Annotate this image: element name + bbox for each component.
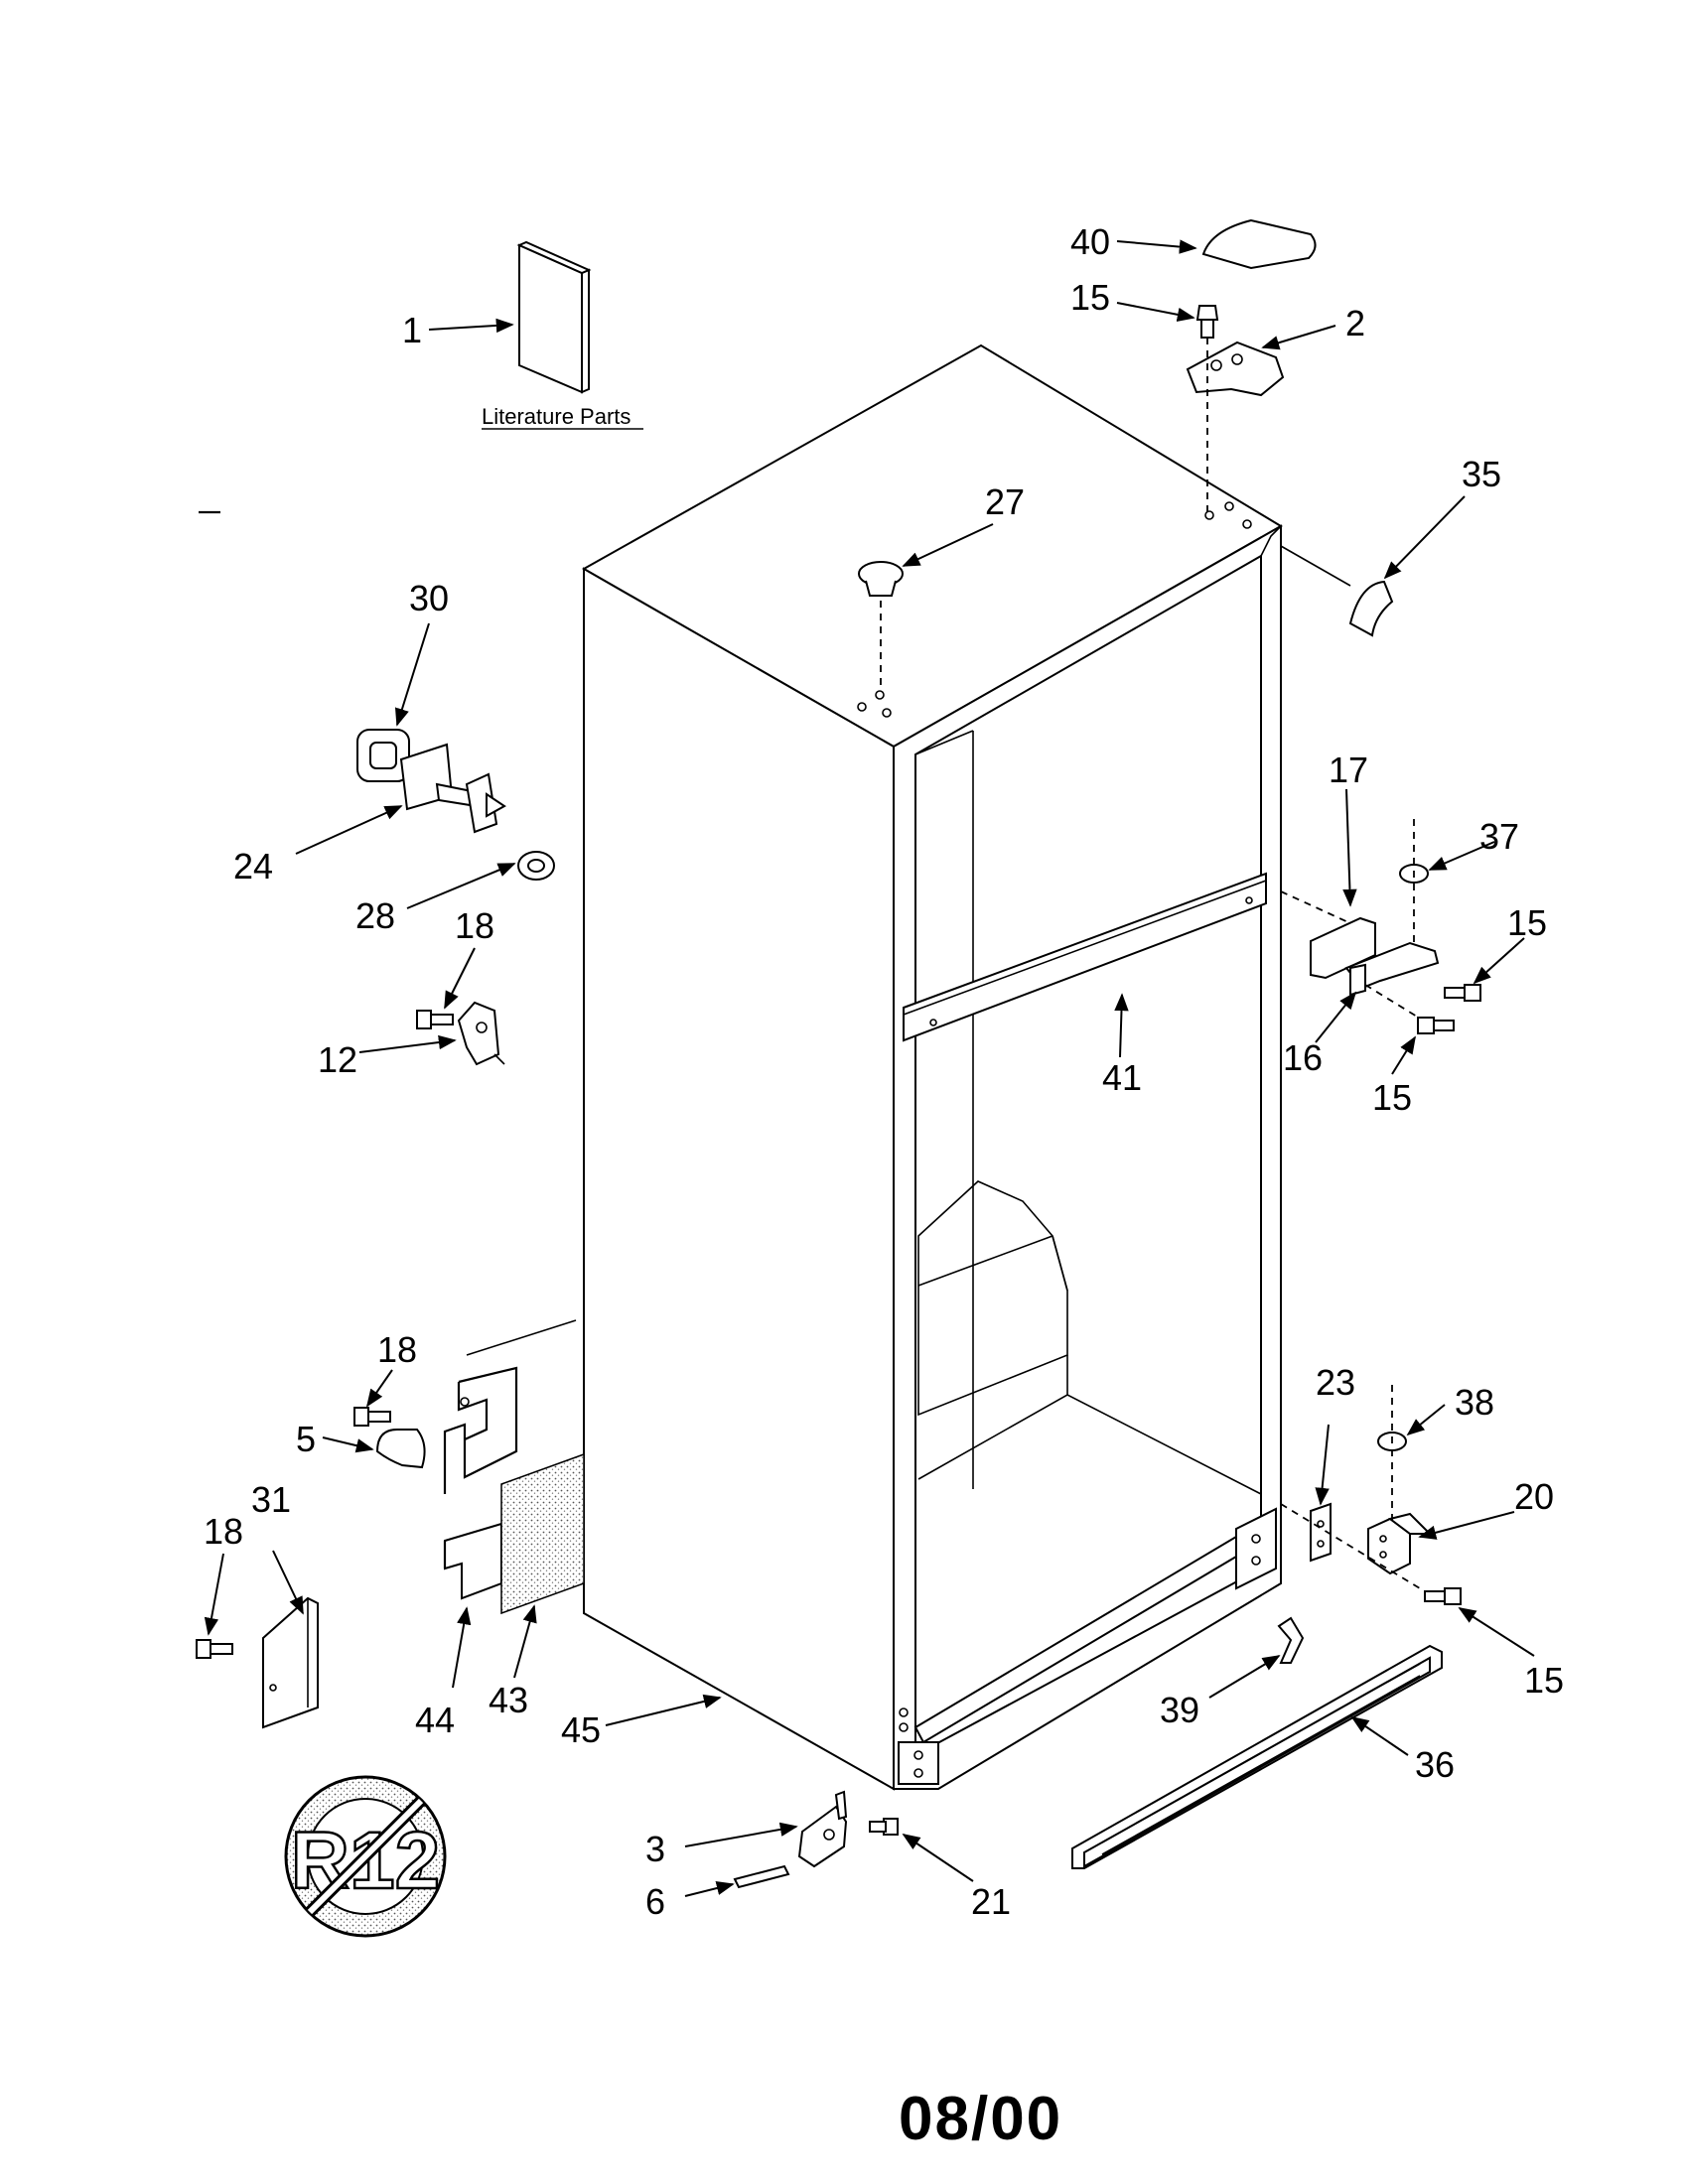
callout-5: 5 — [296, 1419, 316, 1459]
callout-3: 3 — [645, 1829, 665, 1869]
callout-45: 45 — [561, 1709, 601, 1750]
grommet — [517, 851, 555, 881]
bracket-44 — [443, 1319, 577, 1600]
callout-41: 41 — [1102, 1057, 1142, 1098]
hinge-cap — [1348, 580, 1394, 637]
callout-18-middle: 18 — [377, 1329, 417, 1370]
screw-15c — [1417, 1017, 1455, 1034]
top-plug — [858, 561, 904, 685]
callout-23: 23 — [1316, 1362, 1355, 1403]
defrost-rod — [399, 743, 506, 834]
callout-28: 28 — [355, 895, 395, 936]
insulation-pad — [500, 1452, 585, 1615]
callout-1: 1 — [402, 310, 422, 350]
screw-15b — [1444, 984, 1481, 1002]
callout-6: 6 — [645, 1881, 665, 1922]
callout-16: 16 — [1283, 1037, 1323, 1078]
callout-30: 30 — [409, 578, 449, 618]
leader-lines — [204, 239, 1535, 1897]
callout-43: 43 — [489, 1680, 528, 1720]
screw-18a — [416, 1010, 454, 1029]
prohibition-sign-icon: R12 — [284, 1775, 447, 1938]
clamp-5 — [375, 1429, 426, 1469]
cover-31 — [262, 1596, 319, 1729]
shim-23 — [1310, 1502, 1332, 1563]
top-hinge — [1186, 338, 1285, 514]
clamp-12 — [457, 1001, 505, 1066]
callout-40: 40 — [1070, 221, 1110, 262]
divider-trim — [903, 872, 1267, 1042]
screw-18b — [353, 1407, 391, 1427]
gasket-seal — [356, 729, 410, 782]
callout-18-lower: 18 — [204, 1511, 243, 1552]
washer-38 — [1377, 1385, 1407, 1524]
callout-15-top: 15 — [1070, 277, 1110, 318]
callout-39: 39 — [1160, 1690, 1199, 1730]
screw-15d — [1424, 1587, 1462, 1605]
callout-12: 12 — [318, 1039, 357, 1080]
screw-top — [1195, 305, 1219, 339]
callout-15-right-lower: 15 — [1524, 1660, 1564, 1701]
callout-35: 35 — [1462, 454, 1501, 494]
callout-15-right-upper: 15 — [1507, 902, 1547, 943]
roller-3 — [797, 1790, 848, 1868]
callout-27: 27 — [985, 481, 1025, 522]
callout-37: 37 — [1479, 816, 1519, 857]
screw-18c — [196, 1639, 233, 1659]
callout-15-right-mid: 15 — [1372, 1077, 1412, 1118]
washer-37 — [1399, 819, 1429, 945]
callout-24: 24 — [233, 846, 273, 887]
literature-booklet — [516, 240, 592, 394]
literature-caption: Literature Parts — [482, 404, 631, 429]
callout-21: 21 — [971, 1881, 1011, 1922]
callout-18-upper: 18 — [455, 905, 494, 946]
callout-17: 17 — [1329, 750, 1368, 790]
screw-21 — [869, 1818, 899, 1836]
callout-36: 36 — [1415, 1744, 1455, 1785]
callout-20: 20 — [1514, 1476, 1554, 1517]
bottom-hinge-20 — [1367, 1512, 1433, 1575]
callout-31: 31 — [251, 1479, 291, 1520]
clip-39 — [1277, 1616, 1305, 1664]
hinge-cover — [1201, 218, 1317, 270]
refrigerator-cabinet — [581, 343, 1283, 1791]
callout-44: 44 — [415, 1700, 455, 1740]
toe-grille — [1071, 1644, 1443, 1869]
pin-6 — [733, 1864, 790, 1889]
callout-2: 2 — [1345, 303, 1365, 343]
callout-38: 38 — [1455, 1382, 1494, 1423]
revision-date: 08/00 — [899, 2085, 1062, 2153]
